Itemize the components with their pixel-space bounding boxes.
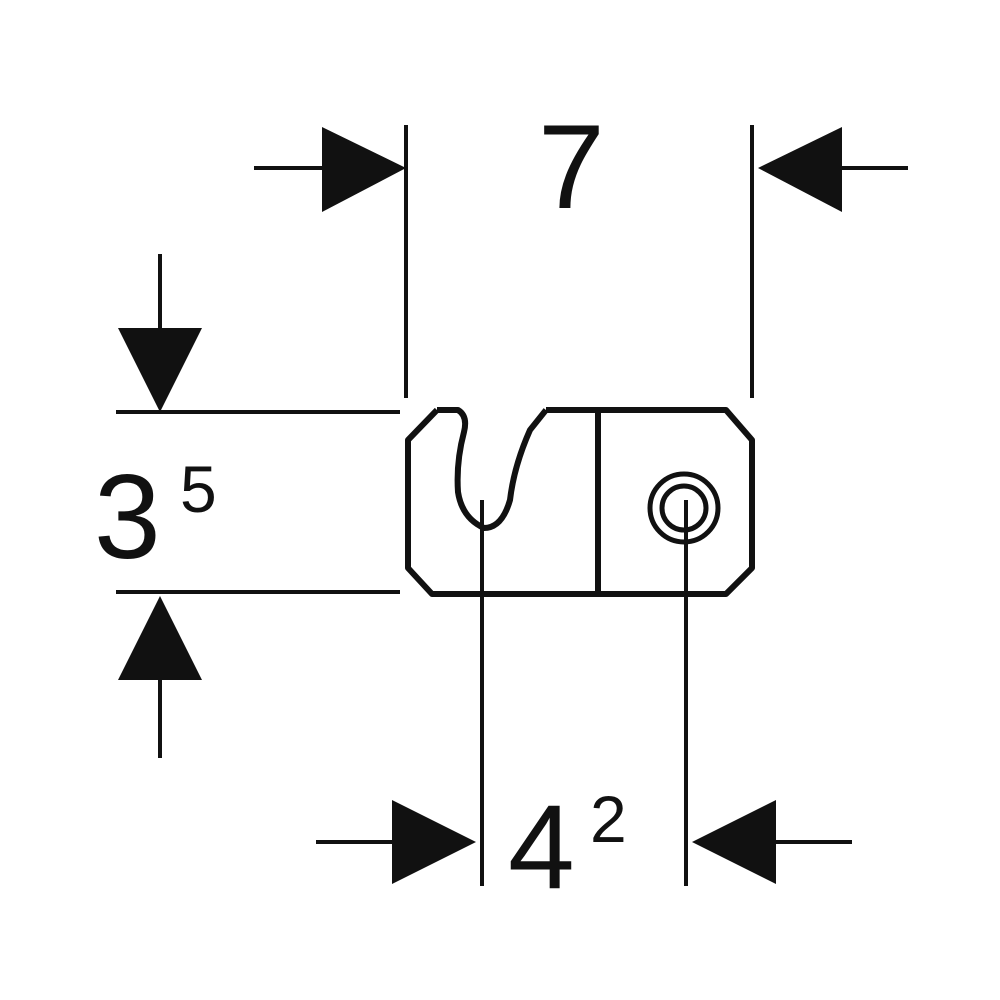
hole-offset-dimension: 4 2 xyxy=(316,500,852,914)
part-outline xyxy=(405,407,755,597)
width-dimension: 7 xyxy=(254,100,908,398)
height-label-superscript: 5 xyxy=(180,452,217,526)
height-arrow-top xyxy=(118,328,202,412)
height-label-main: 3 xyxy=(94,450,161,584)
width-arrow-left xyxy=(322,127,406,212)
height-dimension: 3 5 xyxy=(94,254,400,758)
part-left-hook xyxy=(437,407,549,531)
hole-arrow-left xyxy=(392,800,476,884)
hole-label-superscript: 2 xyxy=(590,782,627,856)
hole-arrow-right xyxy=(692,800,776,884)
height-arrow-bottom xyxy=(118,596,202,680)
width-arrow-right xyxy=(758,127,842,212)
width-label: 7 xyxy=(538,100,605,234)
bracket-part xyxy=(405,407,755,597)
hole-label-main: 4 xyxy=(508,780,575,914)
